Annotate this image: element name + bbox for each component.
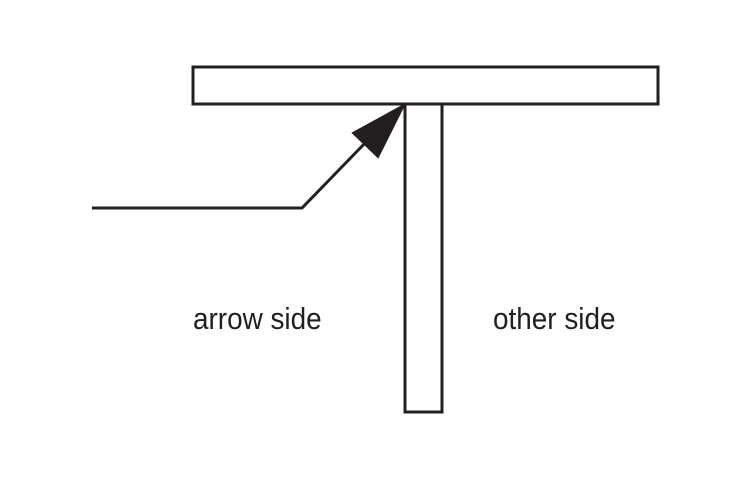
horizontal-plate: [191, 65, 660, 106]
leader-line: [92, 138, 370, 210]
arrowhead-icon: [351, 102, 407, 159]
arrow-side-label: arrow side: [193, 302, 322, 337]
vertical-plate: [403, 102, 444, 414]
other-side-label: other side: [493, 302, 615, 337]
